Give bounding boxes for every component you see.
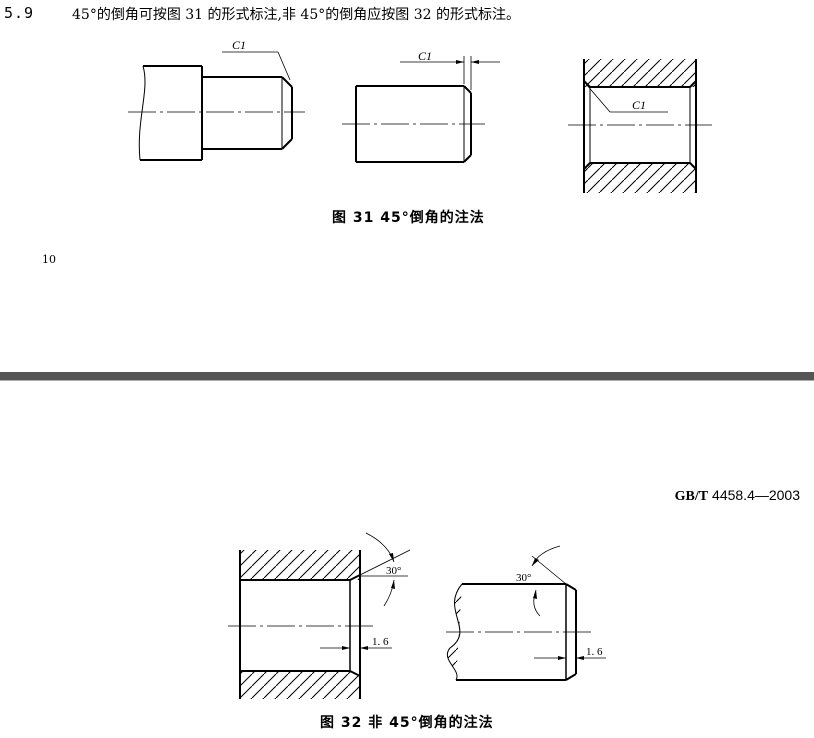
fig31-shaft-end — [342, 56, 500, 163]
page-divider — [0, 372, 814, 380]
fig31-label-1: C1 — [232, 38, 246, 52]
figure-32-caption: 图 32 非 45°倒角的注法 — [320, 715, 494, 731]
fig31-bore — [568, 59, 712, 193]
fig32-bore — [228, 532, 411, 699]
fig32-shaft — [446, 545, 606, 681]
figure-32-drawing: 30° 30° 1. 6 1. 6 — [228, 532, 606, 699]
section-number: 5.9 — [4, 4, 35, 22]
section-text: 45°的倒角可按图 31 的形式标注,非 45°的倒角应按图 32 的形式标注。 — [72, 7, 520, 23]
page-number: 10 — [42, 253, 56, 266]
page-divider-line — [0, 380, 814, 381]
fig32-dim-label-2: 1. 6 — [586, 646, 603, 658]
fig32-dim-label-1: 1. 6 — [372, 636, 389, 648]
fig32-angle-label-1: 30° — [386, 565, 401, 577]
fig31-label-3: C1 — [632, 98, 646, 112]
figure-31-caption: 图 31 45°倒角的注法 — [332, 210, 485, 226]
standard-number: 4458.4—2003 — [708, 487, 800, 503]
fig32-angle-label-2: 30° — [516, 572, 531, 584]
standard-prefix: GB/T — [674, 489, 709, 504]
fig31-shaft-stepped — [128, 51, 305, 161]
standard-header: GB/T 4458.4—2003 — [675, 487, 800, 505]
figure-31-drawing: C1 C1 C1 — [128, 38, 712, 193]
fig31-label-2: C1 — [418, 49, 432, 63]
